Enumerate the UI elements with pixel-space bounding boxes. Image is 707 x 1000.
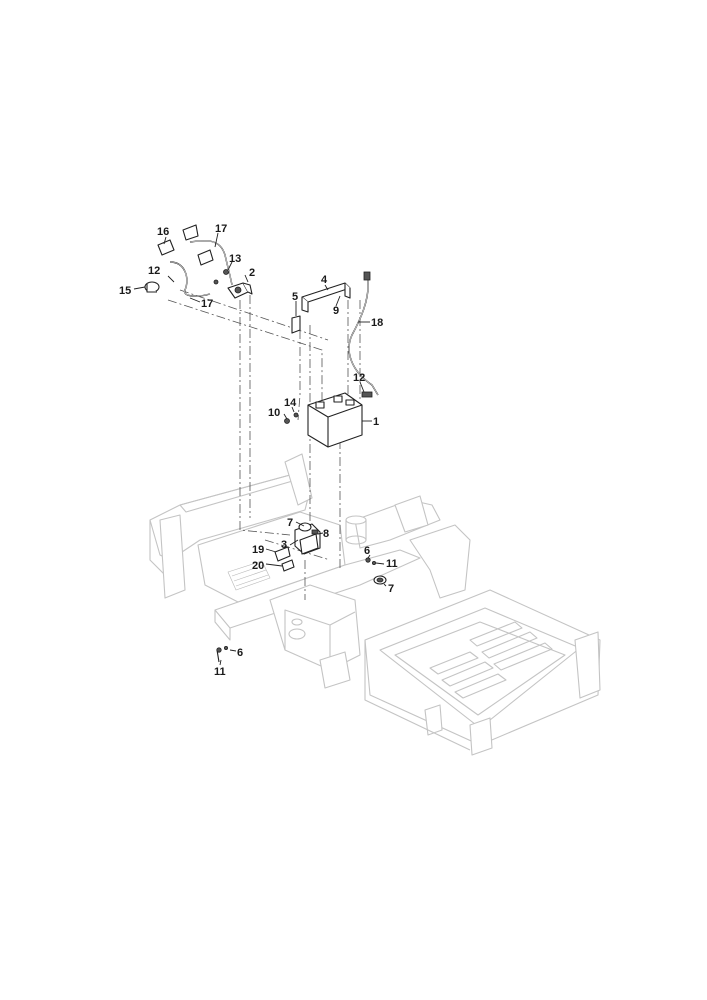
callout-7-right: 7 bbox=[388, 583, 394, 595]
callout-2: 2 bbox=[249, 267, 255, 279]
callout-6-left: 6 bbox=[237, 647, 243, 659]
callout-18: 18 bbox=[371, 317, 383, 329]
callout-10: 10 bbox=[268, 407, 280, 419]
harness-cable-upper bbox=[189, 240, 233, 286]
battery-hold-down-bracket bbox=[301, 282, 351, 313]
battery-cable bbox=[348, 271, 379, 398]
callout-11-right: 11 bbox=[386, 558, 398, 570]
j-bolt bbox=[291, 315, 301, 334]
key-knob bbox=[144, 281, 160, 293]
solenoid-fastener bbox=[213, 269, 229, 285]
deck-slots bbox=[429, 621, 553, 699]
harness-cable-lower bbox=[169, 261, 211, 297]
callout-20: 20 bbox=[252, 560, 264, 572]
floor-grate bbox=[227, 560, 271, 591]
leader-lines bbox=[133, 232, 387, 666]
callout-5: 5 bbox=[292, 291, 298, 303]
battery-screws bbox=[284, 412, 299, 424]
mower-frame bbox=[149, 453, 601, 756]
callout-13: 13 bbox=[229, 253, 241, 265]
callout-17-upper: 17 bbox=[215, 223, 227, 235]
callout-16: 16 bbox=[157, 226, 169, 238]
callout-12-right: 12 bbox=[353, 372, 365, 384]
callout-17-lower: 17 bbox=[201, 298, 213, 310]
callout-15: 15 bbox=[119, 285, 131, 297]
battery bbox=[307, 392, 363, 448]
bushing bbox=[373, 575, 387, 585]
callout-labels: 1 2 3 4 5 6 6 7 7 8 9 10 11 11 12 12 13 … bbox=[119, 223, 398, 678]
callout-7-upper: 7 bbox=[287, 517, 293, 529]
bolt-left bbox=[216, 646, 228, 663]
callout-19: 19 bbox=[252, 544, 264, 556]
callout-12-left: 12 bbox=[148, 265, 160, 277]
callout-1: 1 bbox=[373, 416, 379, 428]
callout-9: 9 bbox=[333, 305, 339, 317]
callout-8: 8 bbox=[323, 528, 329, 540]
callout-4: 4 bbox=[321, 274, 328, 286]
callout-6-right: 6 bbox=[364, 545, 370, 557]
callout-14: 14 bbox=[284, 397, 297, 409]
callout-11-left: 11 bbox=[214, 666, 226, 678]
terminal-boots bbox=[157, 224, 214, 266]
callout-3: 3 bbox=[281, 539, 287, 551]
starter-solenoid bbox=[227, 282, 253, 299]
